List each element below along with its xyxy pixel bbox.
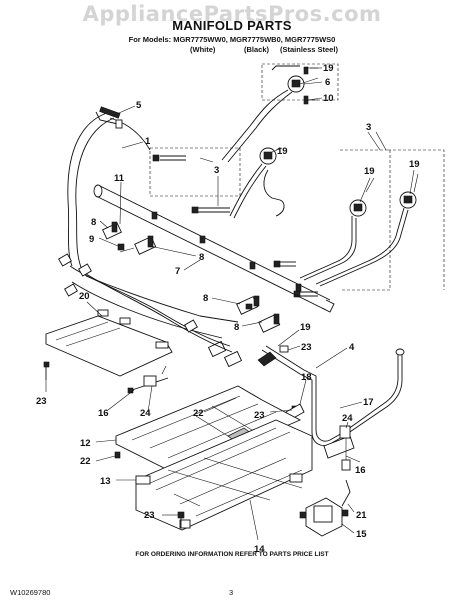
burner-tube-upper	[149, 147, 241, 214]
ordering-note: FOR ORDERING INFORMATION REFER TO PARTS …	[135, 551, 329, 558]
callout-9: 9	[89, 234, 94, 245]
callout-4: 4	[349, 342, 355, 353]
watermark: AppliancePartsPros.com	[82, 2, 382, 26]
callout-23-c: 23	[254, 410, 265, 421]
callout-23-a: 23	[301, 342, 312, 353]
variant-white: (White)	[190, 45, 216, 54]
callout-21: 21	[356, 510, 367, 521]
callout-23-d: 23	[144, 510, 155, 521]
callout-23-left: 23	[36, 396, 47, 407]
callout-6: 6	[325, 77, 330, 88]
manifold-valves-left	[102, 221, 157, 255]
variant-black: (Black)	[244, 45, 270, 54]
callout-16-right: 16	[355, 465, 366, 476]
ignition-switch-right	[323, 425, 355, 507]
callout-labels: 19 6 10 5 1 3 19 3 19 19 11 8 9 8 7 20 8…	[36, 63, 420, 555]
callout-24-right: 24	[342, 413, 353, 424]
burner-valve-middle	[229, 147, 285, 219]
callout-17: 17	[363, 397, 374, 408]
page-title: MANIFOLD PARTS	[172, 18, 292, 33]
callout-20: 20	[79, 291, 90, 302]
callout-1: 1	[145, 136, 151, 147]
leader-lines	[45, 67, 415, 541]
model-list: For Models: MGR7775WW0, MGR7775WB0, MGR7…	[128, 35, 336, 44]
screw-left	[43, 361, 50, 380]
callout-22-upper: 22	[193, 408, 204, 419]
callout-19-right-a: 19	[364, 166, 375, 177]
manifold-pipe	[93, 184, 335, 313]
callout-19-lower: 19	[300, 322, 311, 333]
burner-tray	[135, 419, 313, 531]
pressure-regulator	[299, 497, 349, 537]
callout-8-d: 8	[234, 322, 239, 333]
callout-19-right-b: 19	[409, 159, 420, 170]
callout-5: 5	[136, 100, 142, 111]
callout-8-a: 8	[91, 217, 96, 228]
callout-11: 11	[114, 173, 125, 184]
callout-8-b: 8	[199, 252, 204, 263]
callout-10: 10	[323, 93, 334, 104]
callout-24-left: 24	[140, 408, 151, 419]
callout-15: 15	[356, 529, 367, 540]
burner-base	[114, 385, 302, 475]
callout-22-lower: 22	[80, 456, 91, 467]
callout-19-top: 19	[323, 63, 334, 74]
wire-harness	[58, 106, 239, 353]
callout-3-right: 3	[366, 122, 371, 133]
manifold-valves-lower	[207, 295, 281, 368]
callout-3-mid: 3	[214, 165, 219, 176]
callout-14: 14	[254, 544, 265, 555]
ignition-switch-left	[127, 365, 169, 394]
page-number: 3	[229, 588, 234, 597]
burner-valve-right-group	[273, 149, 445, 298]
callout-13: 13	[100, 476, 111, 487]
callout-12: 12	[80, 438, 91, 449]
callout-16-left: 16	[98, 408, 109, 419]
callout-7: 7	[175, 266, 180, 277]
shield-plate	[45, 309, 173, 377]
callout-19-mid: 19	[277, 146, 288, 157]
variant-stainless: (Stainless Steel)	[280, 45, 338, 54]
callout-8-c: 8	[203, 293, 208, 304]
document-number: W10269780	[10, 588, 51, 597]
callout-18: 18	[301, 372, 312, 383]
